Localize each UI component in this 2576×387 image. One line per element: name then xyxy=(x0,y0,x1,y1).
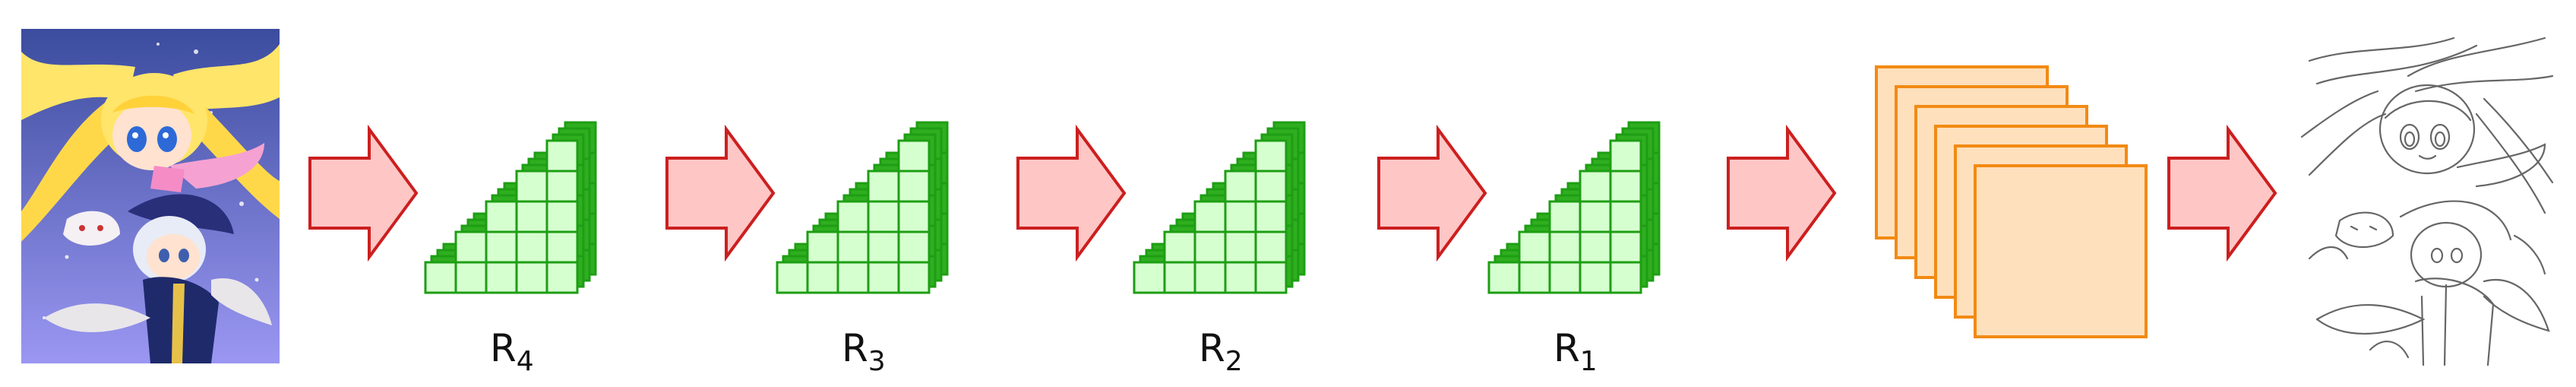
cube xyxy=(1254,200,1288,233)
cube xyxy=(545,261,579,294)
cube xyxy=(485,230,518,264)
cube xyxy=(545,139,579,173)
cube xyxy=(776,261,809,294)
block-r1 xyxy=(1487,121,1661,294)
cube xyxy=(545,170,579,203)
cube xyxy=(1609,230,1642,264)
cube xyxy=(1254,170,1288,203)
cube xyxy=(545,230,579,264)
cube xyxy=(806,230,839,264)
cube xyxy=(897,230,931,264)
cube xyxy=(1609,170,1642,203)
cube xyxy=(1163,261,1196,294)
cube xyxy=(1163,230,1196,264)
cube xyxy=(1548,261,1582,294)
flow-arrow xyxy=(1377,124,1487,262)
block-label-r3: R3 xyxy=(842,326,886,377)
cube xyxy=(1224,200,1257,233)
cube xyxy=(867,261,900,294)
cube xyxy=(1193,230,1227,264)
block-r4 xyxy=(424,121,597,294)
cube xyxy=(424,261,457,294)
cube xyxy=(867,200,900,233)
cube xyxy=(1579,170,1612,203)
block-label-r2: R2 xyxy=(1199,326,1243,377)
flow-arrow xyxy=(308,124,419,262)
cube xyxy=(515,200,548,233)
flow-arrow xyxy=(1727,124,1837,262)
cube xyxy=(1518,230,1551,264)
cube xyxy=(1487,261,1521,294)
block-label-r1: R1 xyxy=(1554,326,1598,377)
input-image xyxy=(21,29,280,363)
cube xyxy=(1579,230,1612,264)
cube xyxy=(1224,170,1257,203)
cube xyxy=(1579,200,1612,233)
cube xyxy=(867,170,900,203)
cube xyxy=(515,230,548,264)
cube xyxy=(1254,139,1288,173)
cube xyxy=(1518,261,1551,294)
cube xyxy=(1609,200,1642,233)
cube xyxy=(1609,139,1642,173)
cube xyxy=(485,261,518,294)
cube xyxy=(454,230,488,264)
flow-arrow xyxy=(665,124,776,262)
cube xyxy=(897,261,931,294)
cube xyxy=(1548,200,1582,233)
flow-arrow xyxy=(1016,124,1127,262)
cube xyxy=(836,261,870,294)
cube xyxy=(867,230,900,264)
cube xyxy=(1609,261,1642,294)
block-label-r4: R4 xyxy=(490,326,534,377)
cube xyxy=(1193,261,1227,294)
block-r3 xyxy=(776,121,949,294)
output-image xyxy=(2294,30,2556,366)
cube xyxy=(897,200,931,233)
cube xyxy=(836,230,870,264)
cube xyxy=(545,200,579,233)
cube xyxy=(1133,261,1166,294)
cube xyxy=(897,139,931,173)
flow-arrow xyxy=(2167,124,2277,262)
block-r2 xyxy=(1133,121,1306,294)
cube xyxy=(1224,230,1257,264)
cube xyxy=(1579,261,1612,294)
cube xyxy=(1224,261,1257,294)
cube xyxy=(836,200,870,233)
cube xyxy=(515,170,548,203)
cube xyxy=(806,261,839,294)
cube xyxy=(1254,230,1288,264)
cube xyxy=(454,261,488,294)
cube xyxy=(1193,200,1227,233)
cube xyxy=(897,170,931,203)
cube xyxy=(1548,230,1582,264)
feature-map xyxy=(1974,164,2148,338)
cube xyxy=(515,261,548,294)
cube xyxy=(1254,261,1288,294)
cube xyxy=(485,200,518,233)
